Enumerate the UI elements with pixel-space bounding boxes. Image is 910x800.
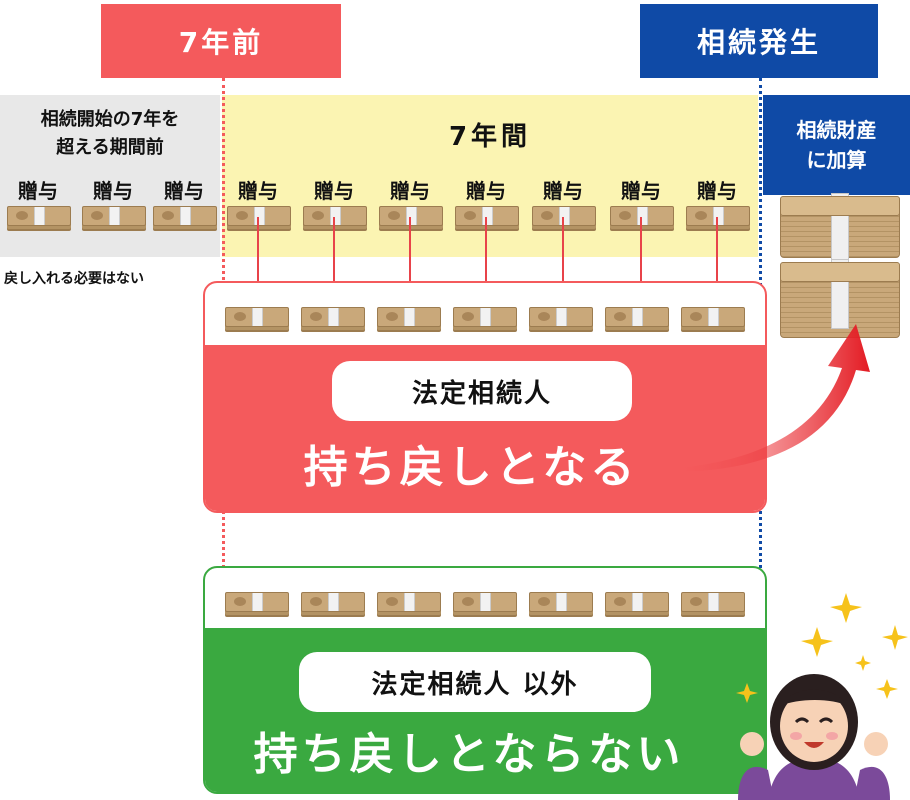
no-clawback-text: 持ち戻しとならない — [253, 729, 685, 780]
gift-label: 贈与 — [164, 179, 204, 203]
gift-label: 贈与 — [93, 179, 133, 203]
money-bundle-icon — [605, 592, 669, 612]
gift-label: 贈与 — [466, 179, 506, 203]
before-period-title-line1: 相続開始の7年を — [40, 109, 180, 130]
money-bundle-icon — [82, 206, 146, 226]
sparkle-icon — [736, 593, 908, 703]
statutory-heirs-pill: 法定相続人 — [332, 361, 632, 421]
gift-item: 贈与 — [450, 178, 522, 228]
money-bundle-icon — [453, 307, 517, 327]
money-bundle-icon — [227, 206, 291, 226]
money-stack-top — [780, 262, 900, 282]
gift-label: 贈与 — [314, 179, 354, 203]
before-period-title-line2: 超える期間前 — [56, 137, 164, 158]
gift-label: 贈与 — [390, 179, 430, 203]
money-bundle-icon — [686, 206, 750, 226]
money-bundle-icon — [225, 307, 289, 327]
money-bundle-icon — [301, 307, 365, 327]
money-bundle-icon — [529, 307, 593, 327]
gift-item: 贈与 — [148, 178, 220, 228]
gift-item: 贈与 — [605, 178, 677, 228]
seven-year-period-zone — [222, 95, 758, 257]
statutory-heirs-box: 法定相続人 持ち戻しとなる — [203, 281, 767, 513]
non-heirs-box: 法定相続人 以外 持ち戻しとならない — [203, 566, 767, 794]
seven-year-title: 7年間 — [448, 122, 532, 152]
money-bundle-icon — [681, 592, 745, 612]
gift-item: 贈与 — [2, 178, 74, 228]
before-period-title: 相続開始の7年を 超える期間前 — [0, 106, 220, 162]
gift-label: 贈与 — [697, 179, 737, 203]
money-bundle-icon — [453, 592, 517, 612]
estate-addition-title: 相続財産 に加算 — [763, 115, 910, 175]
no-return-note: 戻し入れる必要はない — [4, 271, 144, 287]
gift-item: 贈与 — [298, 178, 370, 228]
gift-label: 贈与 — [621, 179, 661, 203]
gift-item: 贈与 — [222, 178, 294, 228]
money-bundle-icon — [153, 206, 217, 226]
money-bundle-icon — [605, 307, 669, 327]
before-period-zone — [0, 95, 220, 257]
money-bundle-icon — [303, 206, 367, 226]
gift-label: 贈与 — [18, 179, 58, 203]
money-stack-top — [780, 196, 900, 216]
gift-item: 贈与 — [527, 178, 599, 228]
money-bundle-icon — [7, 206, 71, 226]
money-bundle-icon — [377, 592, 441, 612]
money-bundle-icon — [529, 592, 593, 612]
non-heirs-pill: 法定相続人 以外 — [299, 652, 651, 712]
inheritance-occurs-tag: 相続発生 — [640, 4, 878, 78]
gift-item: 贈与 — [77, 178, 149, 228]
money-bundle-icon — [681, 307, 745, 327]
money-bundle-icon — [610, 206, 674, 226]
money-bundle-icon — [532, 206, 596, 226]
gift-label: 贈与 — [543, 179, 583, 203]
money-bundle-icon — [377, 307, 441, 327]
money-bundle-icon — [301, 592, 365, 612]
money-bundle-icon — [225, 592, 289, 612]
clawback-applies-text: 持ち戻しとなる — [303, 442, 639, 493]
estate-title-line1: 相続財産 — [796, 118, 877, 142]
gift-item: 贈与 — [374, 178, 446, 228]
gift-label: 贈与 — [238, 179, 278, 203]
seven-years-before-tag: 7年前 — [101, 4, 341, 78]
estate-title-line2: に加算 — [806, 148, 867, 172]
gift-item: 贈与 — [681, 178, 753, 228]
curved-arrow-icon — [678, 324, 870, 472]
happy-woman-illustration — [738, 674, 890, 800]
money-bundle-icon — [455, 206, 519, 226]
money-bundle-icon — [379, 206, 443, 226]
estate-addition-zone — [763, 95, 910, 195]
